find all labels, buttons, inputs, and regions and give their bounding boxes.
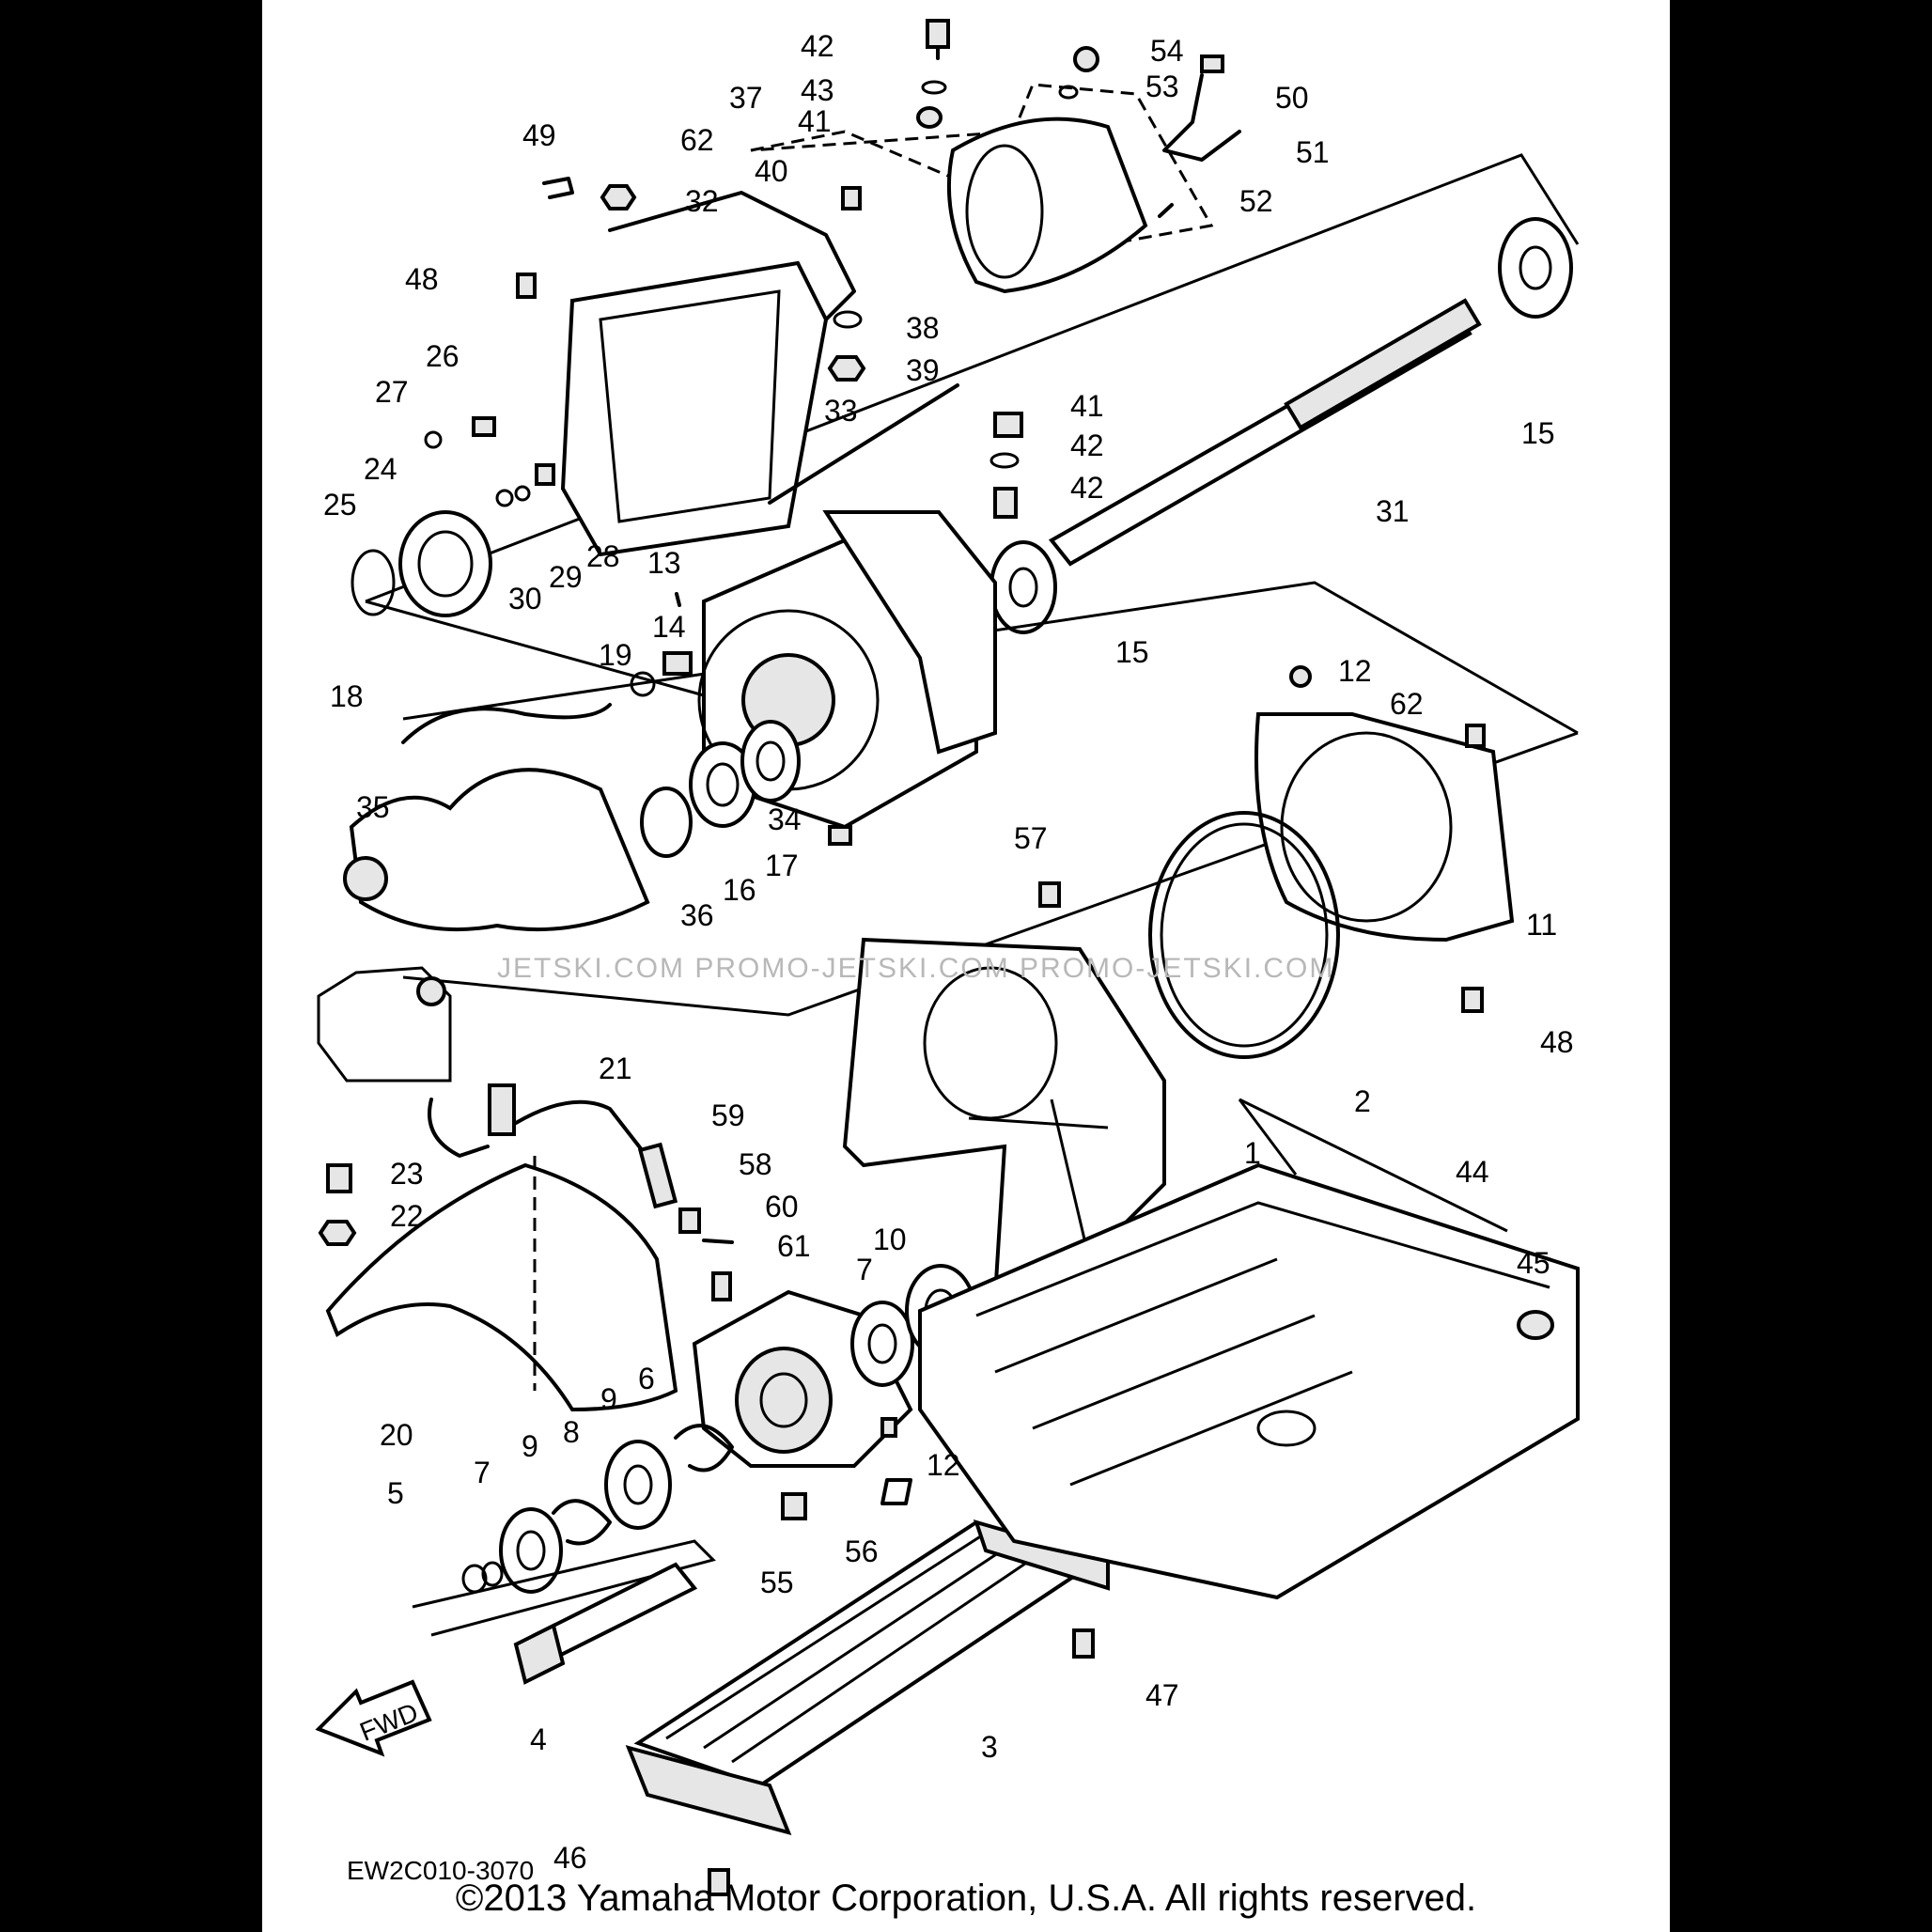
- drawing-code: EW2C010-3070: [347, 1856, 534, 1885]
- callout-16: 16: [723, 873, 756, 907]
- callout-15: 15: [1521, 416, 1555, 450]
- callout-58: 58: [739, 1147, 772, 1181]
- pump-housing-group: [343, 510, 1579, 1301]
- callout-28: 28: [586, 539, 620, 573]
- callout-8: 8: [563, 1415, 580, 1449]
- callout-31: 31: [1376, 494, 1410, 528]
- callout-14: 14: [652, 610, 686, 644]
- callout-32: 32: [685, 184, 719, 218]
- callout-36: 36: [680, 898, 714, 932]
- callout-39: 39: [906, 353, 940, 387]
- callout-62: 62: [1390, 687, 1424, 721]
- bolt-part-42: [926, 19, 950, 49]
- callout-15: 15: [1115, 635, 1149, 669]
- callout-34: 34: [768, 802, 802, 836]
- callout-53: 53: [1145, 70, 1179, 103]
- callout-46: 46: [553, 1841, 587, 1875]
- callout-54: 54: [1150, 34, 1184, 68]
- callout-6: 6: [638, 1362, 655, 1395]
- callout-29: 29: [549, 560, 583, 594]
- callout-42: 42: [1070, 471, 1104, 505]
- callout-21: 21: [599, 1052, 632, 1085]
- callout-12: 12: [1338, 654, 1372, 688]
- callout-30: 30: [508, 582, 542, 615]
- callout-2: 2: [1354, 1084, 1371, 1118]
- callout-38: 38: [906, 311, 940, 345]
- callout-35: 35: [356, 790, 390, 824]
- callout-50: 50: [1275, 81, 1309, 115]
- fwd-arrow-icon: FWD: [315, 1679, 432, 1757]
- callout-41: 41: [798, 104, 832, 138]
- callout-60: 60: [765, 1190, 799, 1223]
- cover-part-20: [325, 1162, 678, 1412]
- callout-7: 7: [856, 1253, 873, 1286]
- callout-37: 37: [729, 81, 763, 115]
- callout-20: 20: [380, 1418, 413, 1452]
- cap-part-24: [398, 510, 492, 617]
- callout-49: 49: [522, 118, 556, 152]
- callout-23: 23: [390, 1157, 424, 1191]
- callout-4: 4: [530, 1722, 547, 1756]
- callout-24: 24: [364, 452, 397, 486]
- callout-51: 51: [1296, 135, 1330, 169]
- callout-48: 48: [1540, 1025, 1574, 1059]
- callout-42: 42: [801, 29, 834, 63]
- exploded-parts-diagram: JETSKI.COM PROMO-JETSKI.COM PROMO-JETSKI…: [315, 19, 1580, 1896]
- fitting-part-21: [488, 1083, 516, 1136]
- callout-41: 41: [1070, 389, 1104, 423]
- callout-25: 25: [323, 488, 357, 522]
- copyright-notice: ©2013 Yamaha Motor Corporation, U.S.A. A…: [455, 1877, 1477, 1919]
- callout-9: 9: [522, 1429, 538, 1463]
- callout-1: 1: [1244, 1136, 1261, 1170]
- callout-52: 52: [1239, 184, 1273, 218]
- callout-5: 5: [387, 1476, 404, 1510]
- callout-62: 62: [680, 123, 714, 157]
- callout-61: 61: [777, 1229, 811, 1263]
- callout-9: 9: [600, 1382, 617, 1416]
- o-ring-part-2: [1148, 811, 1340, 1059]
- callout-11: 11: [1526, 908, 1557, 942]
- callout-42: 42: [1070, 428, 1104, 462]
- callout-45: 45: [1517, 1246, 1550, 1280]
- callout-26: 26: [426, 339, 460, 373]
- callout-57: 57: [1014, 821, 1048, 855]
- bearing-part-15-upper: [1498, 217, 1573, 319]
- callout-22: 22: [390, 1199, 424, 1233]
- callout-10: 10: [873, 1223, 907, 1256]
- callout-33: 33: [824, 394, 858, 428]
- watermark: JETSKI.COM PROMO-JETSKI.COM PROMO-JETSKI…: [497, 953, 1334, 984]
- hose-part-18: [401, 703, 612, 744]
- lower-group: FWD: [315, 966, 1580, 1896]
- callout-18: 18: [330, 679, 364, 713]
- callout-40: 40: [755, 154, 788, 188]
- callout-12: 12: [927, 1448, 960, 1482]
- callout-56: 56: [845, 1535, 879, 1568]
- bearing-part-15-lower: [989, 540, 1057, 634]
- callout-27: 27: [375, 375, 409, 409]
- callout-7: 7: [474, 1456, 491, 1489]
- callout-17: 17: [765, 849, 799, 882]
- callout-59: 59: [711, 1098, 745, 1132]
- callout-labels: 42 54 43 53 50 41 37 51 62 40 49 32 52 4…: [323, 29, 1574, 1875]
- callout-55: 55: [760, 1566, 794, 1599]
- steering-nozzle-part-37: [946, 117, 1148, 294]
- nozzle-steering-group: [351, 19, 1580, 697]
- diagram-sheet: JETSKI.COM PROMO-JETSKI.COM PROMO-JETSKI…: [262, 0, 1670, 1932]
- callout-48: 48: [405, 262, 439, 296]
- callout-13: 13: [647, 546, 681, 580]
- impeller-part-35: [349, 768, 650, 932]
- nozzle-housing-part-32: [560, 260, 829, 557]
- housing-part-11: [1254, 712, 1515, 943]
- callout-44: 44: [1456, 1155, 1489, 1189]
- callout-43: 43: [801, 73, 834, 107]
- callout-47: 47: [1145, 1678, 1179, 1712]
- bolt-part-33: [768, 383, 959, 505]
- callout-19: 19: [599, 638, 632, 672]
- callout-3: 3: [981, 1730, 998, 1764]
